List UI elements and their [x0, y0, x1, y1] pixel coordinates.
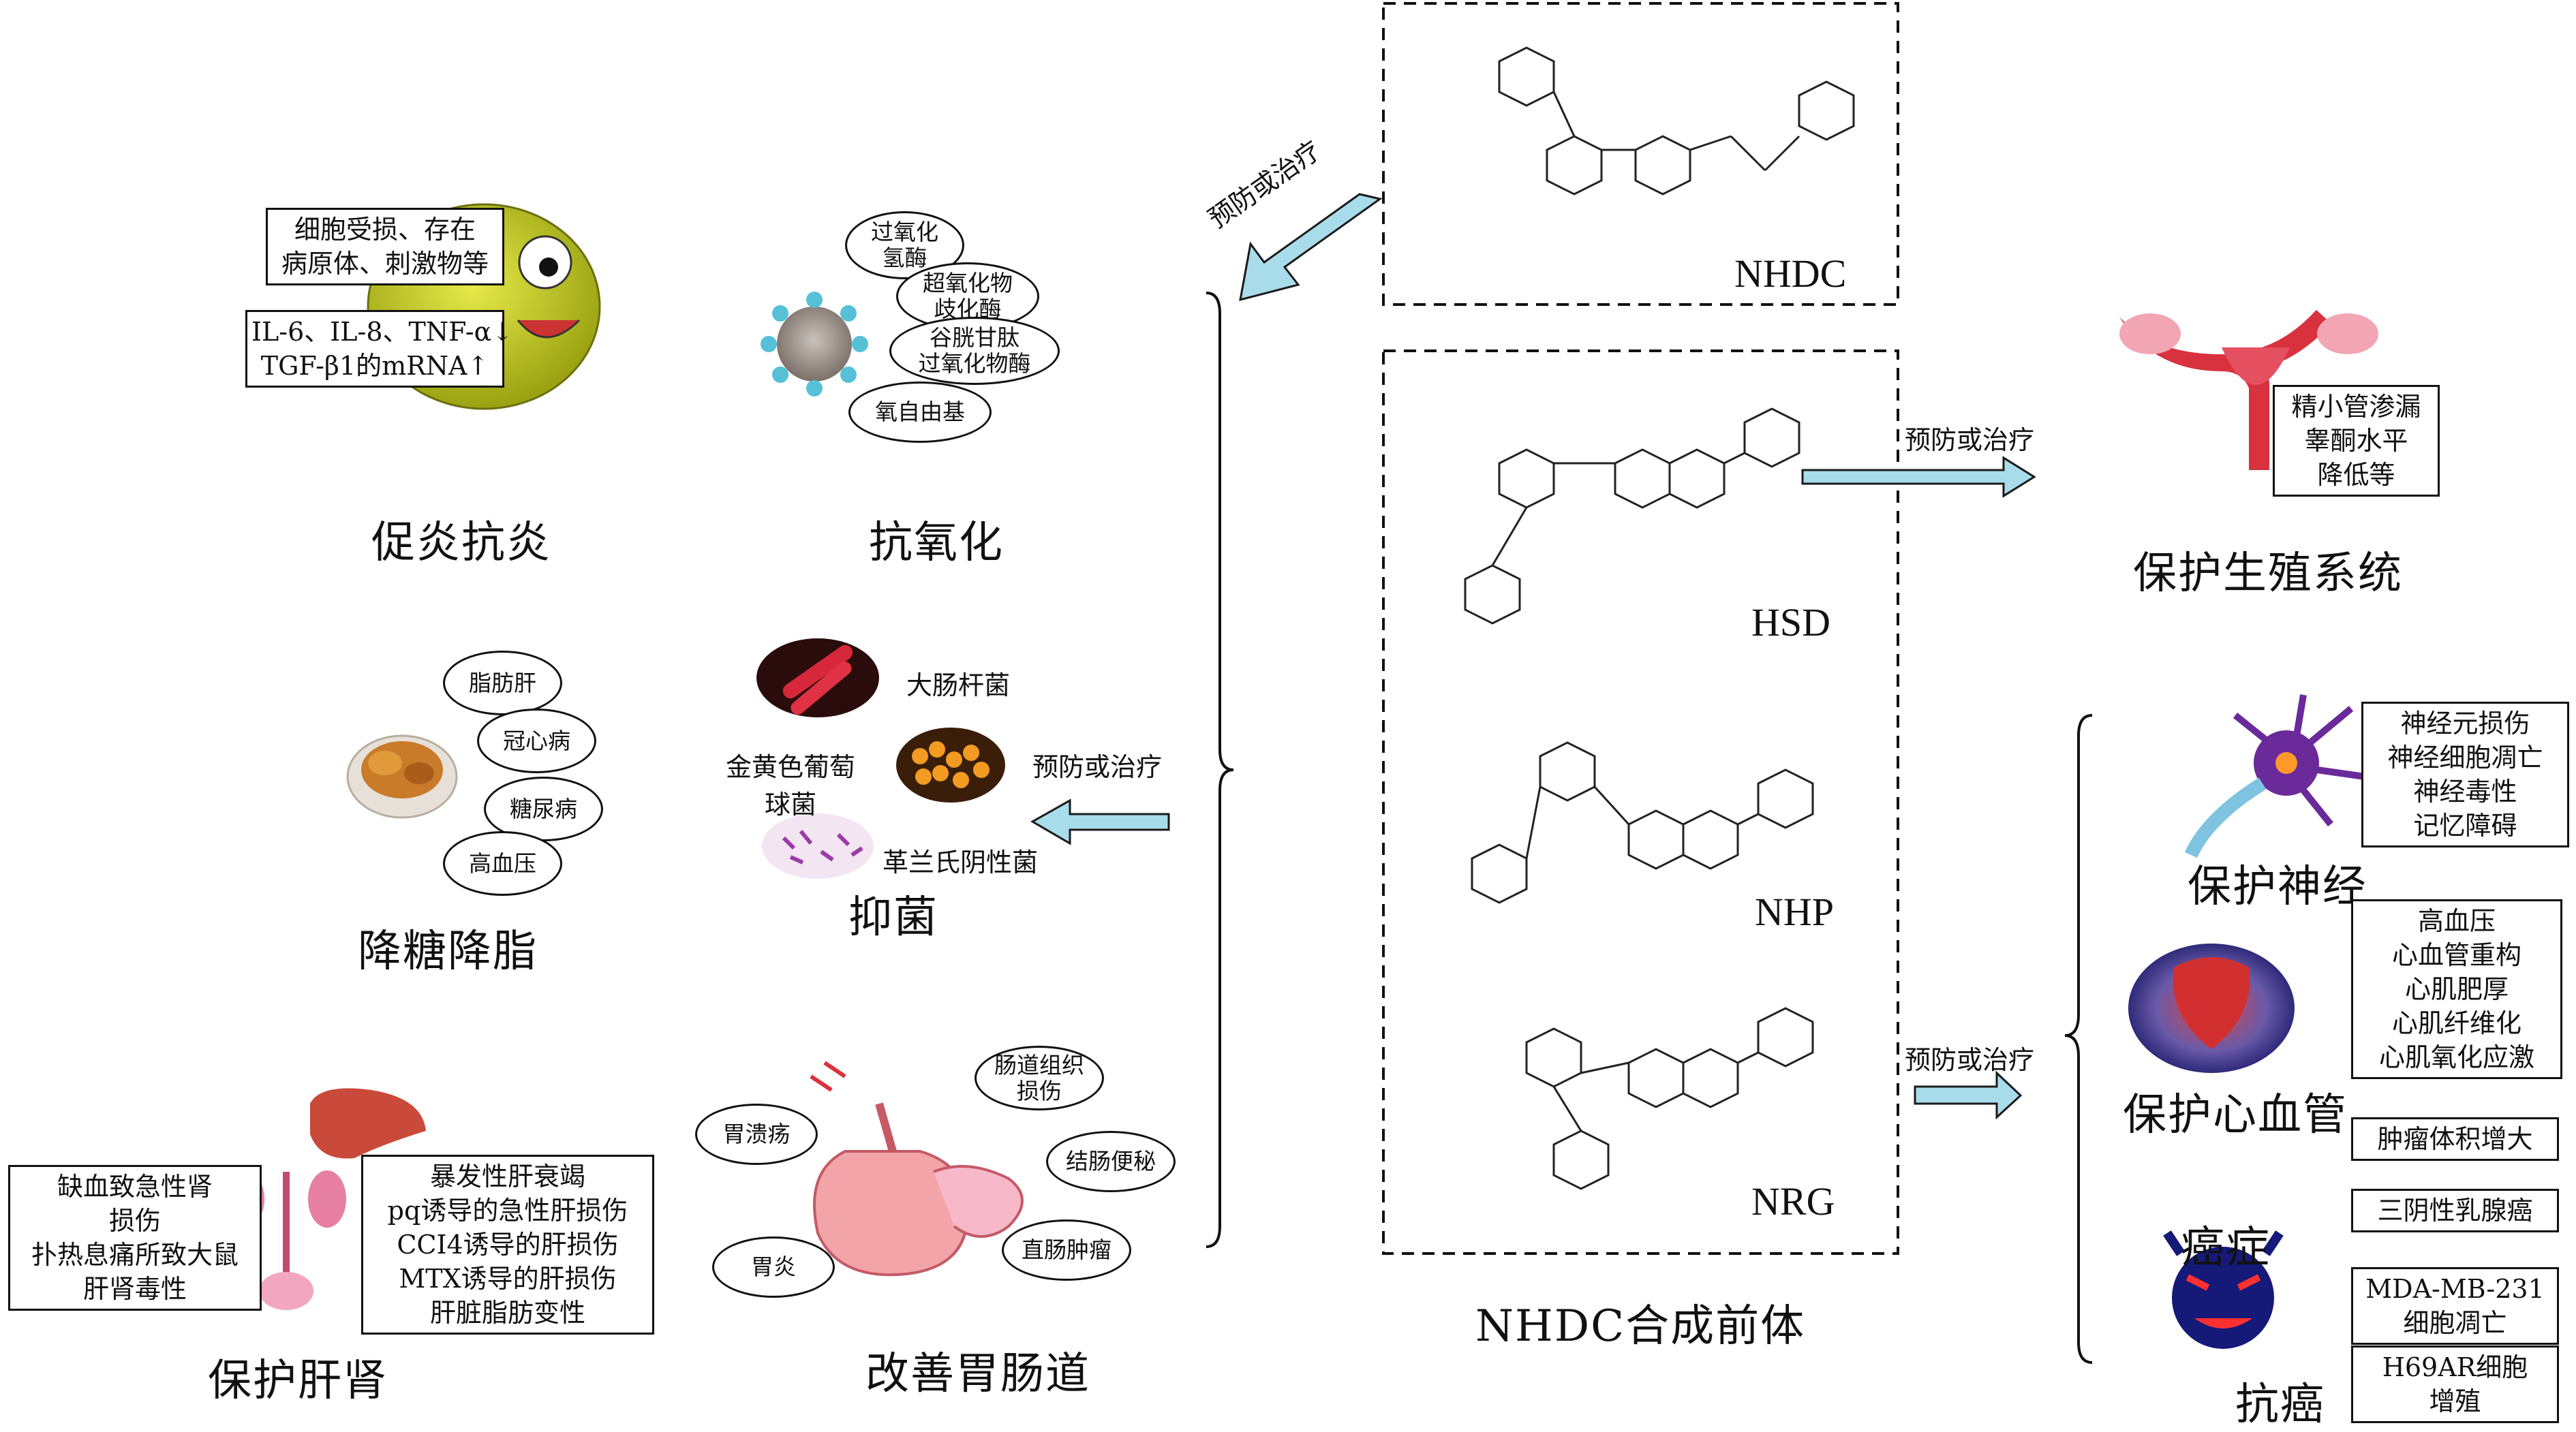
oval-gastric-ulcer: 胃溃疡 — [695, 1104, 818, 1165]
cancer-box-tnbc: 三阴性乳腺癌 — [2351, 1189, 2559, 1232]
liver-damage-box: 暴发性肝衰竭 pq诱导的急性肝损伤 CCI4诱导的肝损伤 MTX诱导的肝损伤 肝… — [361, 1155, 654, 1335]
oval-gastritis: 胃炎 — [712, 1236, 835, 1298]
reproductive-title: 保护生殖系统 — [2133, 548, 2403, 599]
arrow-to-right-brace — [1914, 1070, 2023, 1120]
cancer-monster-illustration — [2163, 1230, 2284, 1349]
arrow-to-reproductive — [1801, 456, 2036, 498]
oval-intestinal-damage: 肠道组织损伤 — [975, 1046, 1104, 1110]
nhp-structure — [1471, 741, 1814, 904]
liver-illustration — [310, 1088, 426, 1159]
fried-food-illustration — [346, 734, 458, 819]
stomach-illustration — [810, 1061, 1024, 1277]
oval-fatty-liver: 脂肪肝 — [443, 651, 562, 715]
inflammation-marker-box: IL-6、IL-8、TNF-α↓ TGF-β1的mRNA↑ — [245, 310, 513, 388]
cancer-title-top: 癌症 — [2181, 1223, 2271, 1273]
staph-label: 金黄色葡萄 球菌 — [726, 752, 856, 820]
oval-colon-constipation: 结肠便秘 — [1046, 1131, 1176, 1192]
neuro-box: 神经元损伤 神经细胞凋亡 神经毒性 记忆障碍 — [2361, 702, 2569, 847]
antioxidant-title: 抗氧化 — [869, 518, 1004, 568]
compound-nhdc-label: NHDC — [1734, 251, 1847, 296]
neuron-illustration — [2184, 694, 2365, 858]
compound-nhp-label: NHP — [1755, 890, 1835, 934]
arrow-label-right: 预防或治疗 — [1905, 1045, 2035, 1075]
nrg-structure — [1525, 1007, 1814, 1190]
kidney-damage-box: 缺血致急性肾 损伤 扑热息痛所致大鼠 肝肾毒性 — [8, 1165, 262, 1311]
gram-negative-illustration — [762, 813, 874, 879]
arrow-label-reproductive: 预防或治疗 — [1905, 425, 2035, 455]
precursor-title: NHDC合成前体 — [1475, 1301, 1806, 1352]
oval-hypertension: 高血压 — [443, 831, 562, 896]
cancer-box-mda: MDA-MB-231 细胞凋亡 — [2351, 1267, 2559, 1345]
compound-hsd-label: HSD — [1751, 600, 1831, 644]
ecoli-illustration — [756, 638, 879, 717]
precursor-panel — [1382, 349, 1899, 1255]
oval-diabetes: 糖尿病 — [484, 777, 603, 841]
neuro-title: 保护神经 — [2188, 862, 2367, 912]
oval-rectal-tumor: 直肠肿瘤 — [1002, 1219, 1131, 1281]
hsd-structure — [1464, 407, 1800, 625]
liver-title: 保护肝肾 — [208, 1356, 388, 1406]
staph-illustration — [896, 728, 1005, 803]
oval-oxygen-radical: 氧自由基 — [848, 382, 992, 443]
arrow-to-antibacterial — [1030, 798, 1170, 845]
cancer-title-bottom: 抗癌 — [2235, 1380, 2325, 1430]
cardio-title: 保护心血管 — [2123, 1090, 2348, 1140]
inflammation-title: 促炎抗炎 — [371, 518, 551, 568]
ecoli-label: 大肠杆菌 — [906, 670, 1011, 700]
cancer-box-tumor: 肿瘤体积增大 — [2351, 1117, 2559, 1161]
oval-coronary: 冠心病 — [477, 709, 596, 773]
nhdc-structure — [1498, 46, 1855, 196]
heart-illustration — [2128, 944, 2295, 1073]
left-brace — [1206, 292, 1234, 1248]
antibacterial-title: 抑菌 — [848, 892, 938, 943]
nhdc-panel — [1382, 2, 1899, 306]
right-brace — [2064, 714, 2093, 1364]
reproductive-illustration — [2119, 309, 2378, 470]
oval-catalase: 过氧化氢酶 — [845, 211, 964, 279]
arrow-to-left-up — [1239, 193, 1383, 302]
reproductive-box: 精小管渗漏 睾酮水平 降低等 — [2273, 385, 2440, 497]
cardio-box: 高血压 心血管重构 心肌肥厚 心肌纤维化 心肌氧化应激 — [2351, 899, 2562, 1079]
compound-nrg-label: NRG — [1751, 1179, 1835, 1224]
gut-title: 改善胃肠道 — [865, 1349, 1090, 1399]
gram-negative-label: 革兰氏阴性菌 — [883, 847, 1039, 877]
inflammation-cause-box: 细胞受损、存在 病原体、刺激物等 — [266, 208, 504, 285]
antibacterial-arrow-label: 预防或治疗 — [1032, 752, 1163, 782]
oval-gpx: 谷胱甘肽过氧化物酶 — [889, 317, 1060, 385]
lipid-title: 降糖降脂 — [358, 927, 538, 977]
cancer-box-h69ar: H69AR细胞 增殖 — [2351, 1345, 2559, 1423]
virus-illustration — [761, 292, 868, 396]
